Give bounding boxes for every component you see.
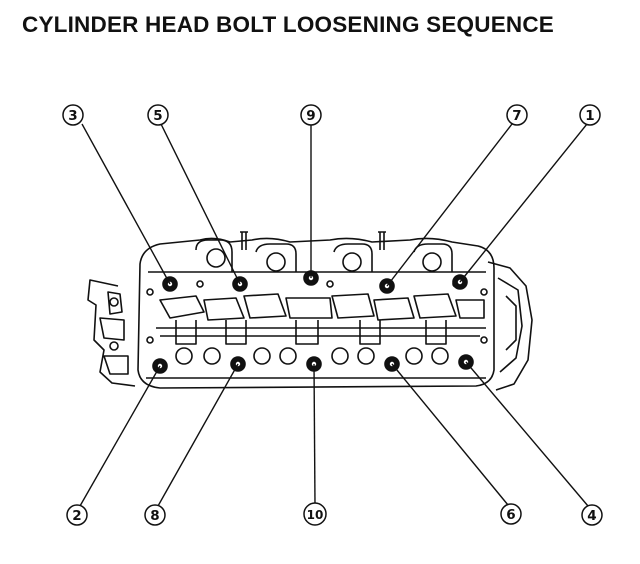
callout-label: 1 (585, 108, 594, 124)
leader-line (391, 363, 509, 506)
callout-label: 2 (72, 508, 81, 524)
callout-label: 7 (512, 108, 521, 124)
callout-label: 8 (150, 508, 159, 524)
callout: 2 (66, 504, 88, 526)
leader-line (79, 365, 161, 507)
leader-lines (79, 123, 589, 507)
callout-label: 3 (68, 108, 77, 124)
callout: 4 (581, 504, 603, 526)
callout: 7 (506, 104, 528, 126)
callout-label: 6 (506, 507, 515, 523)
callout-label: 5 (153, 108, 162, 124)
cylinder-head-illustration (87, 231, 533, 391)
callout: 8 (144, 504, 166, 526)
callout: 5 (147, 104, 169, 126)
callout: 9 (300, 104, 322, 126)
callout: 1 (579, 104, 601, 126)
callout: 10 (303, 502, 327, 526)
leader-line (81, 123, 171, 285)
callout-label: 4 (587, 508, 596, 524)
leader-line (386, 123, 513, 287)
diagram-title: CYLINDER HEAD BOLT LOOSENING SEQUENCE (22, 12, 555, 37)
callout-label: 10 (307, 508, 324, 522)
leader-line (465, 361, 589, 507)
leader-line (459, 123, 588, 283)
callout: 6 (500, 503, 522, 525)
callout: 3 (62, 104, 84, 126)
leader-line (313, 363, 316, 506)
leader-line (157, 363, 239, 507)
callout-label: 9 (306, 108, 315, 124)
leader-line (160, 123, 241, 285)
